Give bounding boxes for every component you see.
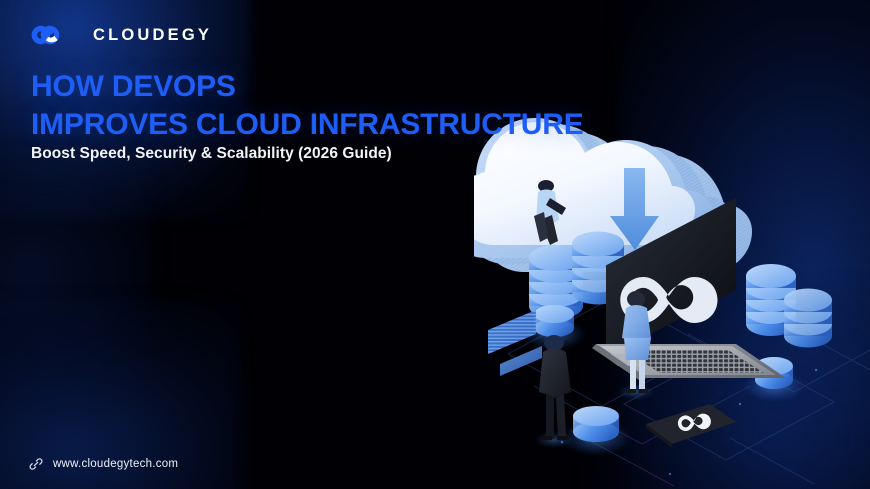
headline-line-1: HOW DEVOPS <box>31 70 236 103</box>
infinity-tablet <box>646 404 736 448</box>
background-glow-mid-left <box>0 120 150 420</box>
infinity-icon-screen <box>620 277 718 323</box>
download-arrow <box>610 168 659 250</box>
footer-url-text: www.cloudegytech.com <box>53 458 179 470</box>
page-subtitle: Boost Speed, Security & Scalability (202… <box>31 145 392 162</box>
glow-puck-center <box>556 406 636 458</box>
standing-man-figure <box>532 335 576 449</box>
headline-line-2: IMPROVES CLOUD INFRASTRUCTURE <box>31 107 584 141</box>
link-chain-icon <box>29 458 43 470</box>
holographic-panel <box>488 310 542 376</box>
brand-logo[interactable]: CLOUDEGY <box>31 19 212 51</box>
footer-link[interactable]: www.cloudegytech.com <box>28 456 178 472</box>
isometric-devops-illustration <box>474 86 870 486</box>
page-title: HOW DEVOPS IMPROVES CLOUD INFRASTRUCTURE <box>31 68 611 144</box>
climbing-engineer-figure <box>534 180 566 245</box>
standing-woman-figure <box>615 291 657 401</box>
cloudegy-ce-infinity-logo <box>31 25 60 45</box>
brand-wordmark: CLOUDEGY <box>93 25 213 44</box>
